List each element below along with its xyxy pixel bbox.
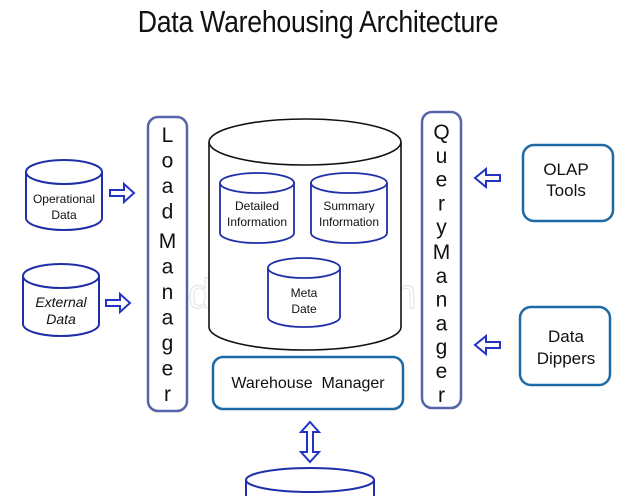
manager-letter: L: [162, 124, 174, 147]
manager-letter: g: [436, 336, 448, 359]
warehouse-manager: Warehouse Manager: [211, 355, 405, 411]
tool-label-line1: OLAP: [543, 160, 588, 179]
manager-letter: e: [436, 360, 448, 383]
store-summary-information: Summary Information: [310, 172, 388, 244]
tool-label-line2: Tools: [546, 181, 586, 200]
manager-letter: M: [433, 241, 451, 264]
store-meta-date: Meta Date: [267, 257, 341, 328]
manager-letter: M: [159, 230, 177, 253]
store-label-line2: Date: [291, 302, 317, 316]
arrow-right-icon: [109, 181, 136, 205]
manager-letter: d: [162, 201, 174, 224]
tool-olap-tools: OLAP Tools: [521, 143, 615, 223]
source-operational-data: Operational Data: [25, 159, 103, 231]
arrow-up-down-icon: [298, 420, 322, 464]
manager-letter: g: [162, 332, 174, 355]
manager-letter: y: [436, 216, 447, 239]
source-label-line2: Data: [51, 208, 77, 222]
manager-letter: a: [436, 312, 448, 335]
warehouse-manager-label: Warehouse Manager: [231, 375, 385, 392]
manager-letter: a: [162, 256, 174, 279]
store-label-line2: Information: [319, 215, 379, 229]
manager-letter: n: [436, 289, 448, 312]
manager-letter: a: [162, 307, 174, 330]
manager-letter: e: [436, 169, 448, 192]
store-label-line1: Summary: [323, 199, 374, 213]
diagram-title: Data Warehousing Architecture: [137, 4, 499, 39]
manager-letter: n: [162, 281, 174, 304]
manager-letter: a: [162, 175, 174, 198]
manager-letter: r: [164, 383, 171, 406]
source-label-line1: Operational: [33, 192, 95, 206]
store-label-line2: Information: [227, 215, 287, 229]
manager-letter: u: [436, 145, 448, 168]
arrow-left-icon: [473, 333, 501, 357]
source-label-line2: Data: [46, 311, 76, 327]
manager-letter: r: [438, 192, 445, 215]
manager-letter: o: [162, 150, 174, 173]
source-label-line1: External: [35, 294, 87, 310]
tool-data-dippers: Data Dippers: [518, 305, 612, 387]
manager-letter: e: [162, 358, 174, 381]
store-label-line1: Meta: [291, 286, 318, 300]
manager-letter: r: [438, 384, 445, 407]
store-detailed-information: Detailed Information: [219, 172, 295, 244]
manager-letter: Q: [433, 121, 449, 144]
tool-label-line1: Data: [548, 327, 584, 346]
arrow-left-icon: [473, 166, 501, 190]
store-label-line1: Detailed: [235, 199, 279, 213]
manager-letter: a: [436, 265, 448, 288]
arrow-right-icon: [105, 291, 132, 315]
source-external-data: External Data: [22, 263, 100, 337]
tool-label-line2: Dippers: [537, 349, 596, 368]
bottom-data-store: [245, 467, 375, 496]
